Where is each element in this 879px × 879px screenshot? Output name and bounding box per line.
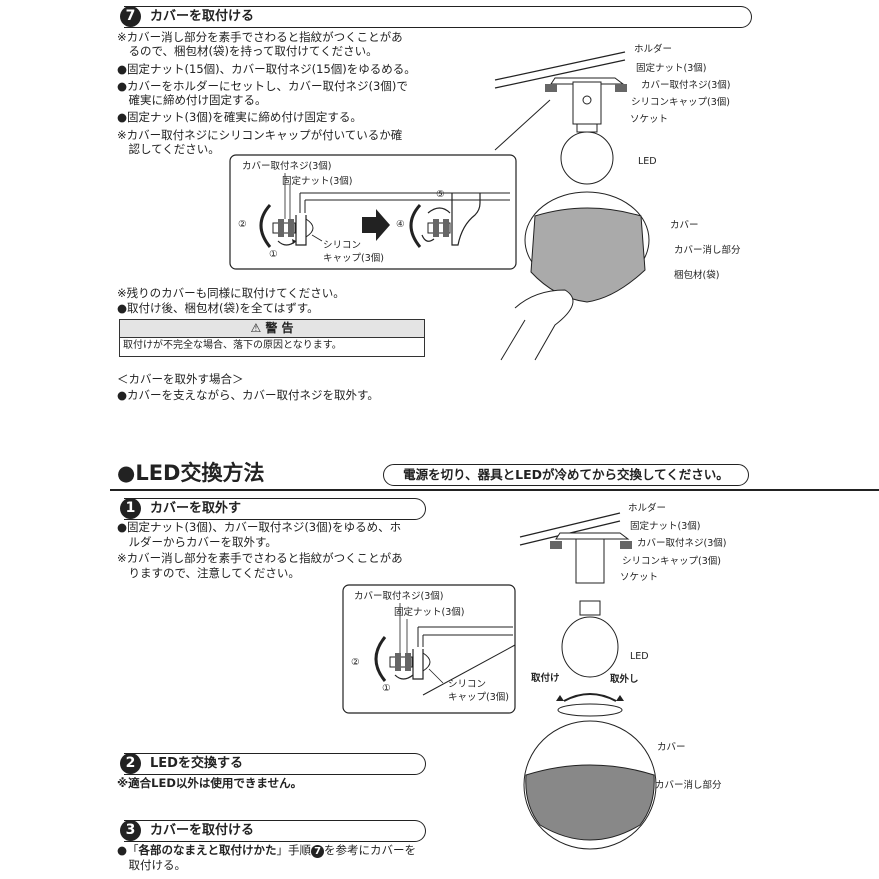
step1-label-cover: カバー — [657, 742, 686, 753]
step7-detail-screw-label: カバー取付ネジ(3個) — [242, 161, 332, 172]
step7-title: カバーを取付ける — [150, 9, 255, 24]
step3-line1-suffix: を参考にカバーを — [324, 843, 417, 857]
step7-label-bag: 梱包材(袋) — [674, 270, 720, 281]
warning-box: ⚠ 警 告 取付けが不完全な場合、落下の原因となります。 — [119, 319, 425, 357]
step7-label-cap: シリコンキャップ(3個) — [631, 97, 730, 108]
step7-label-screw: カバー取付ネジ(3個) — [641, 80, 731, 91]
step1-detail-num-2: ② — [351, 657, 360, 668]
step1-title: カバーを取外す — [150, 501, 242, 516]
step1-detail-num-1: ① — [382, 683, 391, 694]
step7-line: 認してください。 — [117, 142, 220, 156]
step3-line1-mid: 」手順 — [276, 843, 312, 857]
step7-detail-illustration — [229, 154, 517, 270]
step7-line: ※カバー取付ネジにシリコンキャップが付いているか確 — [117, 128, 403, 142]
step7-detail-num-5: ⑤ — [436, 189, 445, 200]
step1-label-screw: カバー取付ネジ(3個) — [637, 538, 727, 549]
warning-text: 取付けが不完全な場合、落下の原因となります。 — [123, 340, 342, 351]
step7-line: 確実に締め付け固定する。 — [117, 93, 267, 107]
step7-header-pill — [124, 6, 752, 28]
step7-number-badge: 7 — [120, 6, 141, 27]
step1-line: りますので、注意してください。 — [117, 566, 300, 580]
step1-line: ルダーからカバーを取外す。 — [117, 535, 277, 549]
step1-line: ●固定ナット(3個)、カバー取付ネジ(3個)をゆるめ、ホ — [117, 520, 402, 534]
step2-header-pill — [124, 753, 426, 775]
step1-label-detach: 取外し — [610, 674, 639, 685]
step3-line2: 取付ける。 — [117, 858, 186, 872]
remove-text: ●カバーを支えながら、カバー取付ネジを取外す。 — [117, 388, 379, 402]
step7-line: ※カバー消し部分を素手でさわると指紋がつくことがあ — [117, 30, 403, 44]
step7-label-socket: ソケット — [630, 114, 669, 125]
step7-after-line: ●取付け後、梱包材(袋)を全てはずす。 — [117, 301, 319, 315]
step7-label-nut: 固定ナット(3個) — [636, 63, 707, 74]
section-notice: 電源を切り、器具とLEDが冷めてから交換してください。 — [383, 464, 749, 486]
step7-line: ●固定ナット(3個)を確実に締め付け固定する。 — [117, 110, 362, 124]
step7-label-holder: ホルダー — [634, 44, 673, 55]
step3-title: カバーを取付ける — [150, 823, 255, 838]
step7-after-line: ※残りのカバーも同様に取付けてください。 — [117, 286, 345, 300]
step1-label-led: LED — [630, 651, 649, 662]
step7-fixture-illustration — [494, 51, 650, 361]
step7-detail-cap-label-1: シリコン — [323, 240, 362, 251]
warning-triangle-icon: ⚠ — [250, 321, 266, 335]
remove-heading: ＜カバーを取外す場合＞ — [117, 372, 244, 386]
step7-line: ●固定ナット(15個)、カバー取付ネジ(15個)をゆるめる。 — [117, 62, 416, 76]
step3-line1-reference: 各部のなまえと取付けかた — [138, 843, 277, 857]
step1-label-cap: シリコンキャップ(3個) — [622, 556, 721, 567]
step7-detail-cap-label-2: キャップ(3個) — [323, 253, 384, 264]
warning-header: ⚠ 警 告 — [120, 320, 424, 338]
step7-line: るので、梱包材(袋)を持って取付けてください。 — [117, 44, 378, 58]
step7-detail-num-1: ① — [269, 249, 278, 260]
step1-label-socket: ソケット — [620, 572, 659, 583]
step1-detail-nut-label: 固定ナット(3個) — [394, 607, 465, 618]
step3-number-badge: 3 — [120, 820, 141, 841]
step7-label-frost: カバー消し部分 — [674, 245, 741, 256]
step7-label-led: LED — [638, 156, 657, 167]
step1-label-attach: 取付け — [531, 673, 560, 684]
step1-number-badge: 1 — [120, 498, 141, 519]
step1-header-pill — [124, 498, 426, 520]
section-title: ●LED交換方法 — [117, 461, 265, 485]
warning-title: 警 告 — [265, 321, 294, 335]
step1-line: ※カバー消し部分を素手でさわると指紋がつくことがあ — [117, 551, 403, 565]
step3-line1-prefix: ●「 — [117, 843, 139, 857]
step7-line: ●カバーをホルダーにセットし、カバー取付ネジ(3個)で — [117, 79, 408, 93]
step1-detail-cap-label-2: キャップ(3個) — [448, 692, 509, 703]
step2-number-badge: 2 — [120, 753, 141, 774]
step7-detail-nut-label: 固定ナット(3個) — [282, 176, 353, 187]
step7-detail-num-2: ② — [238, 219, 247, 230]
step3-header-pill — [124, 820, 426, 842]
section-divider — [110, 489, 879, 491]
step2-note: ※適合LED以外は使用できません。 — [117, 776, 303, 790]
step1-label-holder: ホルダー — [628, 503, 667, 514]
step1-label-nut: 固定ナット(3個) — [630, 521, 701, 532]
step7-label-cover: カバー — [670, 220, 699, 231]
step7-detail-num-4: ④ — [396, 219, 405, 230]
step2-title: LEDを交換する — [150, 756, 243, 771]
step1-detail-screw-label: カバー取付ネジ(3個) — [354, 591, 444, 602]
step1-detail-cap-label-1: シリコン — [448, 679, 487, 690]
step1-fixture-illustration — [519, 512, 657, 850]
step1-detail-illustration — [342, 584, 516, 714]
step1-label-frost: カバー消し部分 — [655, 780, 722, 791]
step3-inline-step-badge: 7 — [311, 845, 325, 858]
